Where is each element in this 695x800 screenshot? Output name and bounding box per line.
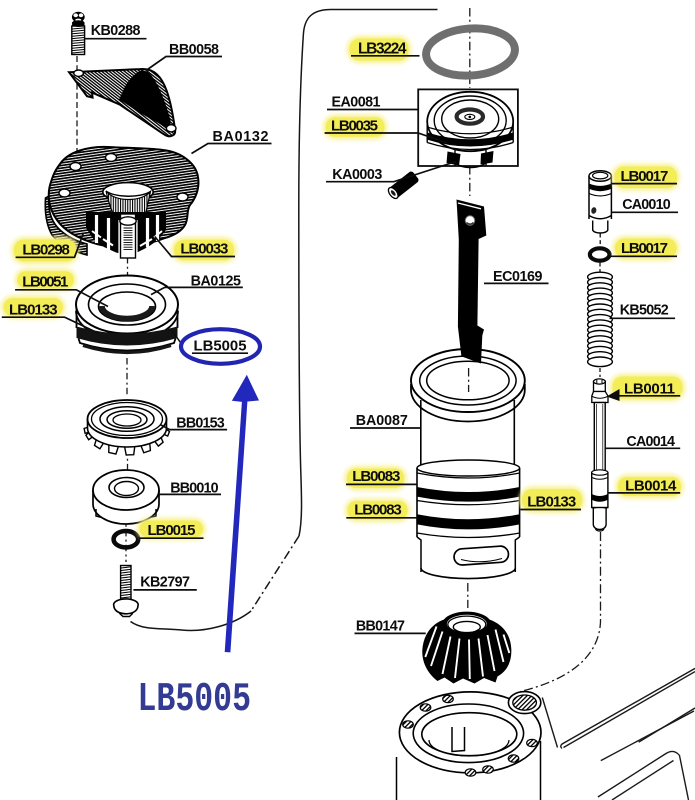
svg-text:EA0081: EA0081 xyxy=(332,95,381,111)
svg-text:KB5052: KB5052 xyxy=(620,302,669,318)
svg-text:EC0169: EC0169 xyxy=(493,269,543,285)
svg-text:LB0083: LB0083 xyxy=(352,468,400,485)
svg-text:CA0010: CA0010 xyxy=(622,197,671,213)
svg-text:KA0003: KA0003 xyxy=(332,167,382,183)
svg-text:LB0035: LB0035 xyxy=(331,117,378,134)
svg-text:LB0083: LB0083 xyxy=(354,502,402,519)
svg-text:LB5005: LB5005 xyxy=(138,677,252,723)
svg-text:BA0125: BA0125 xyxy=(191,274,241,290)
svg-text:LB0017: LB0017 xyxy=(621,168,669,185)
svg-text:BA0087: BA0087 xyxy=(356,413,408,429)
svg-text:CA0014: CA0014 xyxy=(626,434,675,450)
svg-text:LB0033: LB0033 xyxy=(180,241,228,258)
svg-text:LB0133: LB0133 xyxy=(527,493,576,510)
svg-text:BB0010: BB0010 xyxy=(170,480,218,496)
svg-text:BA0132: BA0132 xyxy=(213,129,269,145)
svg-text:LB0133: LB0133 xyxy=(9,301,58,318)
svg-text:KB2797: KB2797 xyxy=(140,575,190,591)
svg-text:KB0288: KB0288 xyxy=(91,23,141,39)
svg-text:BB0153: BB0153 xyxy=(176,416,224,432)
svg-text:BB0058: BB0058 xyxy=(169,42,219,58)
svg-text:LB5005: LB5005 xyxy=(194,338,247,355)
svg-text:LB0014: LB0014 xyxy=(625,478,677,495)
svg-text:LB0011: LB0011 xyxy=(624,381,675,398)
svg-text:LB3224: LB3224 xyxy=(358,41,407,58)
svg-text:LB0298: LB0298 xyxy=(22,242,70,259)
svg-text:LB0051: LB0051 xyxy=(22,273,68,290)
svg-text:LB0015: LB0015 xyxy=(148,522,196,539)
svg-text:BB0147: BB0147 xyxy=(356,619,405,635)
svg-text:LB0017: LB0017 xyxy=(621,240,668,257)
